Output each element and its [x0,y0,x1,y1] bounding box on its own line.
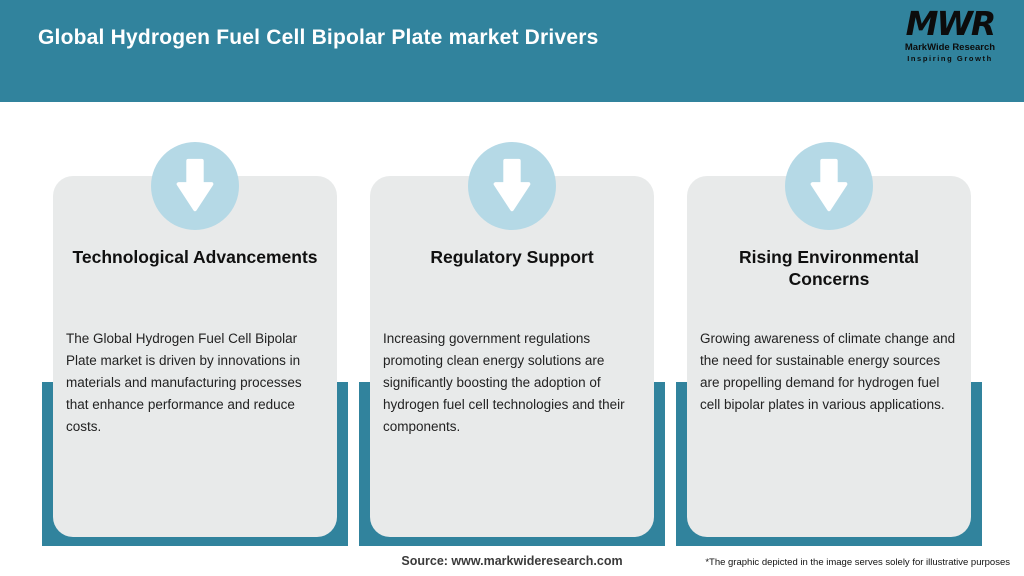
driver-card-regulatory-support: Regulatory Support Increasing government… [359,0,665,576]
disclaimer-text: *The graphic depicted in the image serve… [705,557,1010,568]
card-title: Regulatory Support [430,247,594,267]
card-description: Increasing government regulations promot… [383,331,625,434]
down-arrow-icon [785,142,873,230]
card-description: The Global Hydrogen Fuel Cell Bipolar Pl… [66,331,302,434]
source-attribution: Source: www.markwideresearch.com [401,554,623,568]
logo-tagline: Inspiring Growth [907,54,993,63]
driver-card-rising-environmental-concerns: Rising Environmental Concerns Growing aw… [676,0,982,576]
card-title: Rising Environmental Concerns [739,247,919,289]
card-panel [370,176,654,537]
logo-acronym: MWR [905,4,997,43]
card-title: Technological Advancements [72,247,318,267]
card-description: Growing awareness of climate change and … [700,331,956,412]
card-panel [687,176,971,537]
logo-name: MarkWide Research [904,42,996,53]
header-bar: Global Hydrogen Fuel Cell Bipolar Plate … [0,0,1024,102]
down-arrow-icon [151,142,239,230]
down-arrow-icon [468,142,556,230]
card-panel [53,176,337,537]
page-title: Global Hydrogen Fuel Cell Bipolar Plate … [38,26,599,49]
markwide-research-logo: MWR MarkWide Research Inspiring Growth [888,4,1012,64]
driver-card-technological-advancements: Technological Advancements The Global Hy… [42,0,348,576]
